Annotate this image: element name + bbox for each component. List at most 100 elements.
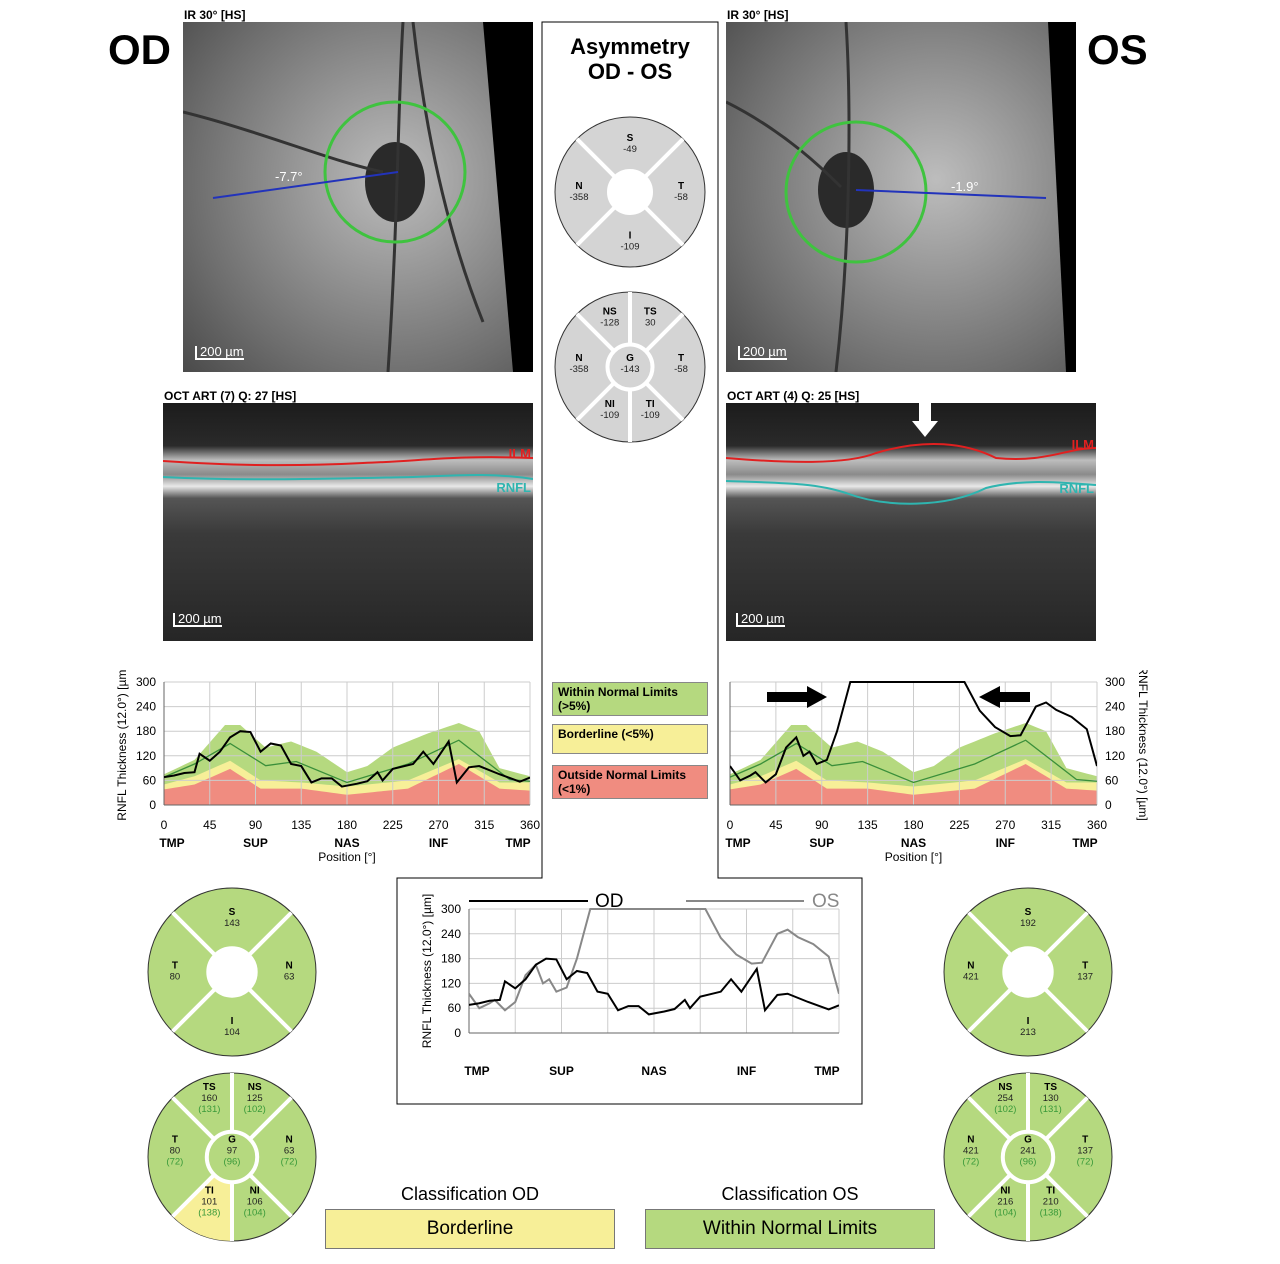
sector-value: -143 xyxy=(620,364,639,375)
x-tick-label: 360 xyxy=(520,818,540,832)
od-fundus-image: -7.7° 200 µm xyxy=(183,22,533,372)
sector-value: 80 xyxy=(170,1145,181,1156)
sector-label: SUP xyxy=(549,1064,574,1078)
sector-name: T xyxy=(678,181,684,192)
od-oct-image: ILM RNFL 200 µm xyxy=(163,403,533,641)
center-ring xyxy=(204,1129,260,1185)
sector-divider xyxy=(575,206,616,247)
sector-name: NS xyxy=(998,1082,1012,1093)
x-tick-label: 315 xyxy=(474,818,494,832)
sector-value: -358 xyxy=(569,192,588,203)
sector-name: G xyxy=(228,1134,236,1145)
y-tick-label: 120 xyxy=(441,976,461,990)
y-tick-label: 240 xyxy=(441,927,461,941)
x-tick-label: 270 xyxy=(428,818,448,832)
sector-name: T xyxy=(1082,1134,1088,1145)
sector-divider xyxy=(575,137,616,178)
od-comparison-line xyxy=(469,957,839,1016)
y-tick-label: 300 xyxy=(136,675,156,689)
sector-name: TI xyxy=(646,399,655,410)
sector-reference: (138) xyxy=(1040,1208,1062,1219)
os-ir-angle: -1.9° xyxy=(951,179,979,194)
sector-divider xyxy=(967,1173,1012,1218)
sector-value: 80 xyxy=(170,972,181,983)
y-tick-label: 300 xyxy=(441,902,461,916)
legend-borderline: Borderline (<5%) xyxy=(552,724,708,754)
sector-reference: (102) xyxy=(244,1104,266,1115)
center-hole xyxy=(1002,946,1054,998)
sector-value: 213 xyxy=(1020,1027,1036,1038)
sector-diagram: TS160(131)NS125(102)T80(72)N63(72)TI101(… xyxy=(147,1072,317,1242)
od-ir-caption: IR 30° [HS] xyxy=(184,8,246,22)
y-tick-label: 300 xyxy=(1105,675,1125,689)
sector-name: NS xyxy=(248,1082,262,1093)
sector-reference: (72) xyxy=(166,1156,183,1167)
legend-os-label: OS xyxy=(812,891,839,912)
sector-divider xyxy=(248,1173,293,1218)
sector-divider xyxy=(171,911,216,956)
os-comparison-line xyxy=(469,908,839,1012)
sector-diagram: NS254(102)TS130(131)N421(72)T137(72)NI21… xyxy=(943,1072,1113,1242)
sector-name: N xyxy=(286,961,293,972)
y-tick-label: 240 xyxy=(1105,700,1125,714)
sector-value: 63 xyxy=(284,972,295,983)
legend-wnl: Within Normal Limits (>5%) xyxy=(552,682,708,716)
sector-divider xyxy=(171,1096,216,1141)
arrow-left-icon xyxy=(979,686,1030,708)
y-tick-label: 180 xyxy=(441,952,461,966)
sector-value: 130 xyxy=(1043,1093,1059,1104)
x-tick-label: 180 xyxy=(903,818,923,832)
sector-label: TMP xyxy=(725,836,750,850)
y-tick-label: 0 xyxy=(454,1026,461,1040)
x-tick-label: 90 xyxy=(815,818,829,832)
asymmetry-title: Asymmetry OD - OS xyxy=(542,34,718,84)
y-tick-label: 120 xyxy=(1105,749,1125,763)
os-ir-scale: 200 µm xyxy=(738,345,787,360)
sector-label: TMP xyxy=(159,836,184,850)
y-tick-label: 60 xyxy=(448,1001,462,1015)
os-classification-badge: Within Normal Limits xyxy=(645,1209,935,1249)
sector-label: NAS xyxy=(901,836,926,850)
x-tick-label: 45 xyxy=(203,818,217,832)
sector-value: -109 xyxy=(641,410,660,421)
legend-outside: Outside Normal Limits (<1%) xyxy=(552,765,708,799)
sector-reference: (96) xyxy=(224,1156,241,1167)
y-axis-label: RNFL Thickness (12.0°) [µm] xyxy=(115,670,129,821)
asymmetry-title-line1: Asymmetry xyxy=(570,34,690,59)
normal-mean-line xyxy=(729,739,1098,784)
sector-divider xyxy=(967,988,1012,1033)
od-classification-title: Classification OD xyxy=(400,1184,540,1204)
x-tick-label: 360 xyxy=(1087,818,1107,832)
sector-label: TMP xyxy=(464,1064,489,1078)
od-eye-label: OD xyxy=(108,26,171,73)
legend-od-label: OD xyxy=(595,891,624,912)
y-tick-label: 0 xyxy=(149,798,156,812)
x-tick-label: 135 xyxy=(291,818,311,832)
sector-name: S xyxy=(627,133,634,144)
y-tick-label: 60 xyxy=(1105,773,1119,787)
sector-name: TS xyxy=(644,307,657,318)
os-classification-title: Classification OS xyxy=(721,1184,859,1204)
os-ilm-label: ILM xyxy=(1071,437,1094,452)
od-ilm-label: ILM xyxy=(508,446,531,461)
sector-divider xyxy=(644,312,685,353)
sector-value: 101 xyxy=(201,1197,217,1208)
x-tick-label: 225 xyxy=(383,818,403,832)
sector-name: N xyxy=(967,1134,974,1145)
x-tick-label: 45 xyxy=(769,818,783,832)
sector-reference: (131) xyxy=(1040,1104,1062,1115)
sector-reference: (96) xyxy=(1020,1156,1037,1167)
sector-name: G xyxy=(626,353,634,364)
sector-value: 30 xyxy=(645,318,656,329)
sector-value: -358 xyxy=(569,364,588,375)
sector-name: T xyxy=(172,1134,178,1145)
sector-value: 143 xyxy=(224,918,240,929)
sector-name: NI xyxy=(605,399,615,410)
sector-value: -49 xyxy=(623,144,637,155)
x-tick-label: 315 xyxy=(1041,818,1061,832)
sector-name: TS xyxy=(1044,1082,1057,1093)
os-fundus-image: -1.9° 200 µm xyxy=(726,22,1076,372)
